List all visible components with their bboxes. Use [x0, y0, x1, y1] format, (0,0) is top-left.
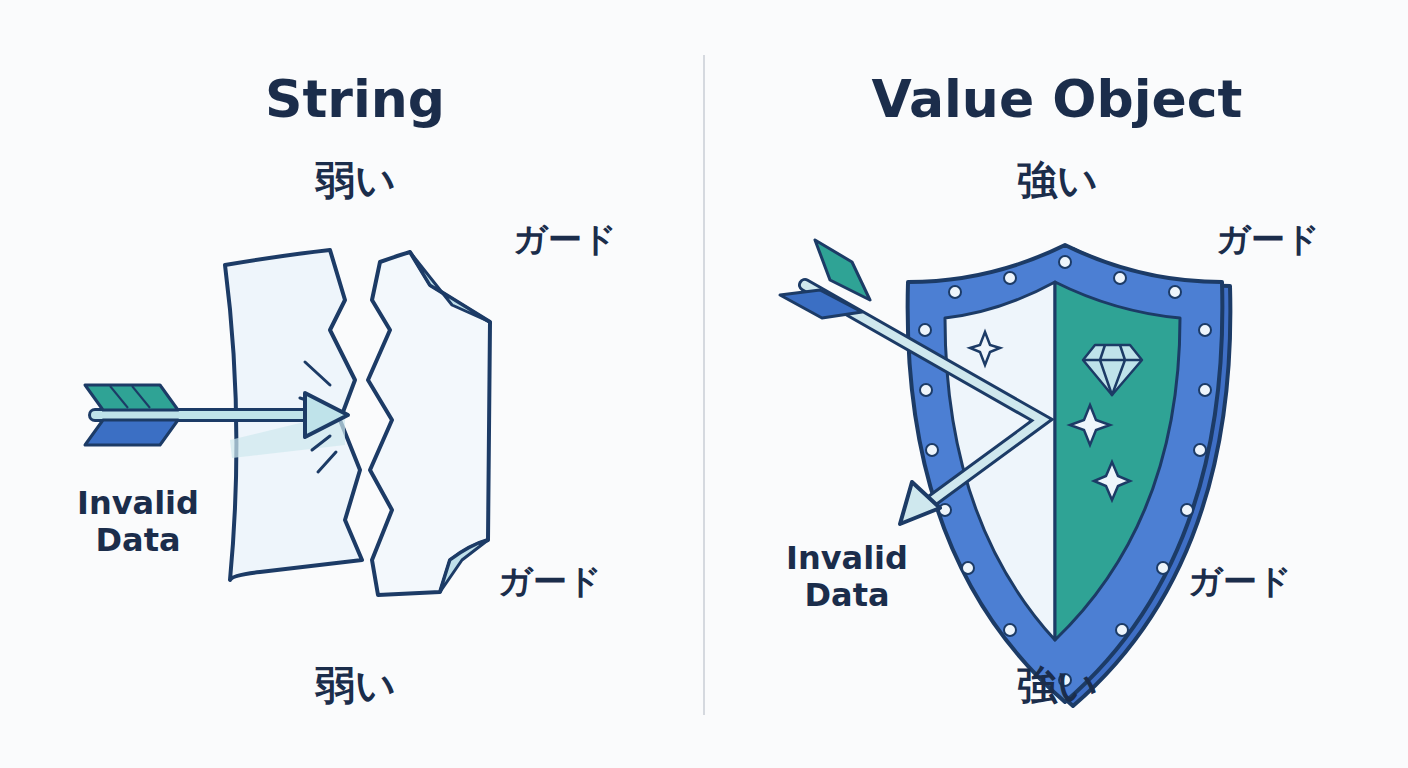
- input-label: Invalid Data: [63, 485, 213, 559]
- strength-label: 強い: [1017, 662, 1098, 708]
- guard-label: ガード: [1188, 562, 1292, 601]
- divider: [703, 55, 705, 715]
- input-label: Invalid Data: [772, 540, 922, 614]
- strength-label: 強い: [1017, 157, 1098, 203]
- torn-paper: [225, 250, 490, 595]
- arrow-piercing: [85, 385, 348, 445]
- guard-label: ガード: [498, 562, 602, 601]
- arrow-deflected: [780, 240, 1042, 524]
- strength-label: 弱い: [315, 157, 396, 203]
- panel-title: Value Object: [872, 70, 1243, 130]
- strength-label: 弱い: [315, 662, 396, 708]
- panel-title: String: [265, 70, 445, 130]
- guard-label: ガード: [513, 220, 617, 259]
- guard-label: ガード: [1216, 220, 1320, 259]
